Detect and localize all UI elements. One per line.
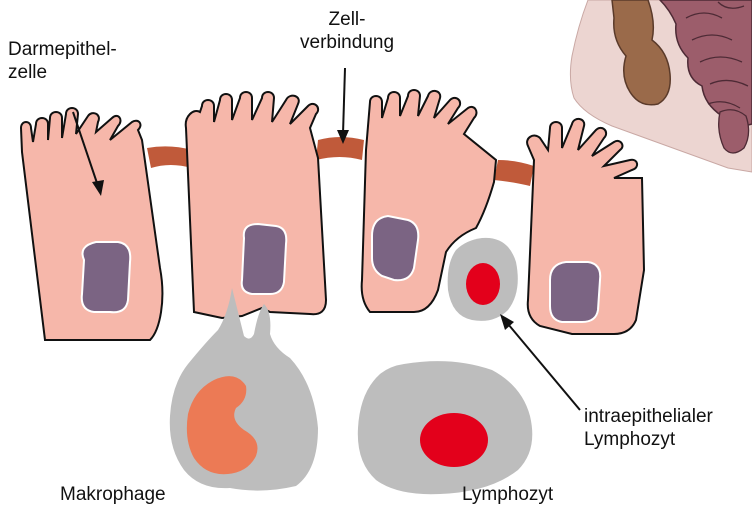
label-iel-line-1: intraepithelialer [584, 405, 713, 428]
label-iel: intraepithelialer Lymphozyt [584, 405, 713, 451]
nucleus [242, 224, 287, 294]
label-junction-line-2: verbindung [300, 31, 394, 54]
arrow-junction [343, 68, 345, 134]
label-iel-line-2: Lymphozyt [584, 428, 713, 451]
epithelial-cell-2 [186, 92, 326, 318]
lymphocyte-nucleus [420, 413, 488, 467]
epithelial-cell-4 [527, 119, 644, 334]
lymphocyte [358, 361, 532, 494]
label-junction-line-1: Zell- [300, 8, 394, 31]
label-lymphocyte: Lymphozyt [462, 483, 553, 506]
nucleus [82, 242, 131, 312]
nucleus [550, 262, 600, 322]
nucleus [372, 216, 418, 280]
label-junction: Zell- verbindung [300, 8, 394, 54]
iel-nucleus [466, 263, 500, 305]
label-epithelial-cell-line-2: zelle [8, 61, 117, 84]
junction-2 [316, 137, 364, 160]
appendix [719, 110, 749, 153]
label-epithelial-cell-line-1: Darmepithel- [8, 38, 117, 61]
macrophage [170, 288, 318, 491]
label-macrophage: Makrophage [60, 483, 166, 506]
intraepithelial-lymphocyte [448, 238, 518, 321]
junction-1 [147, 146, 192, 168]
epithelial-cell-1 [21, 108, 162, 340]
junction-3 [494, 160, 534, 186]
label-epithelial-cell: Darmepithel- zelle [8, 38, 117, 84]
